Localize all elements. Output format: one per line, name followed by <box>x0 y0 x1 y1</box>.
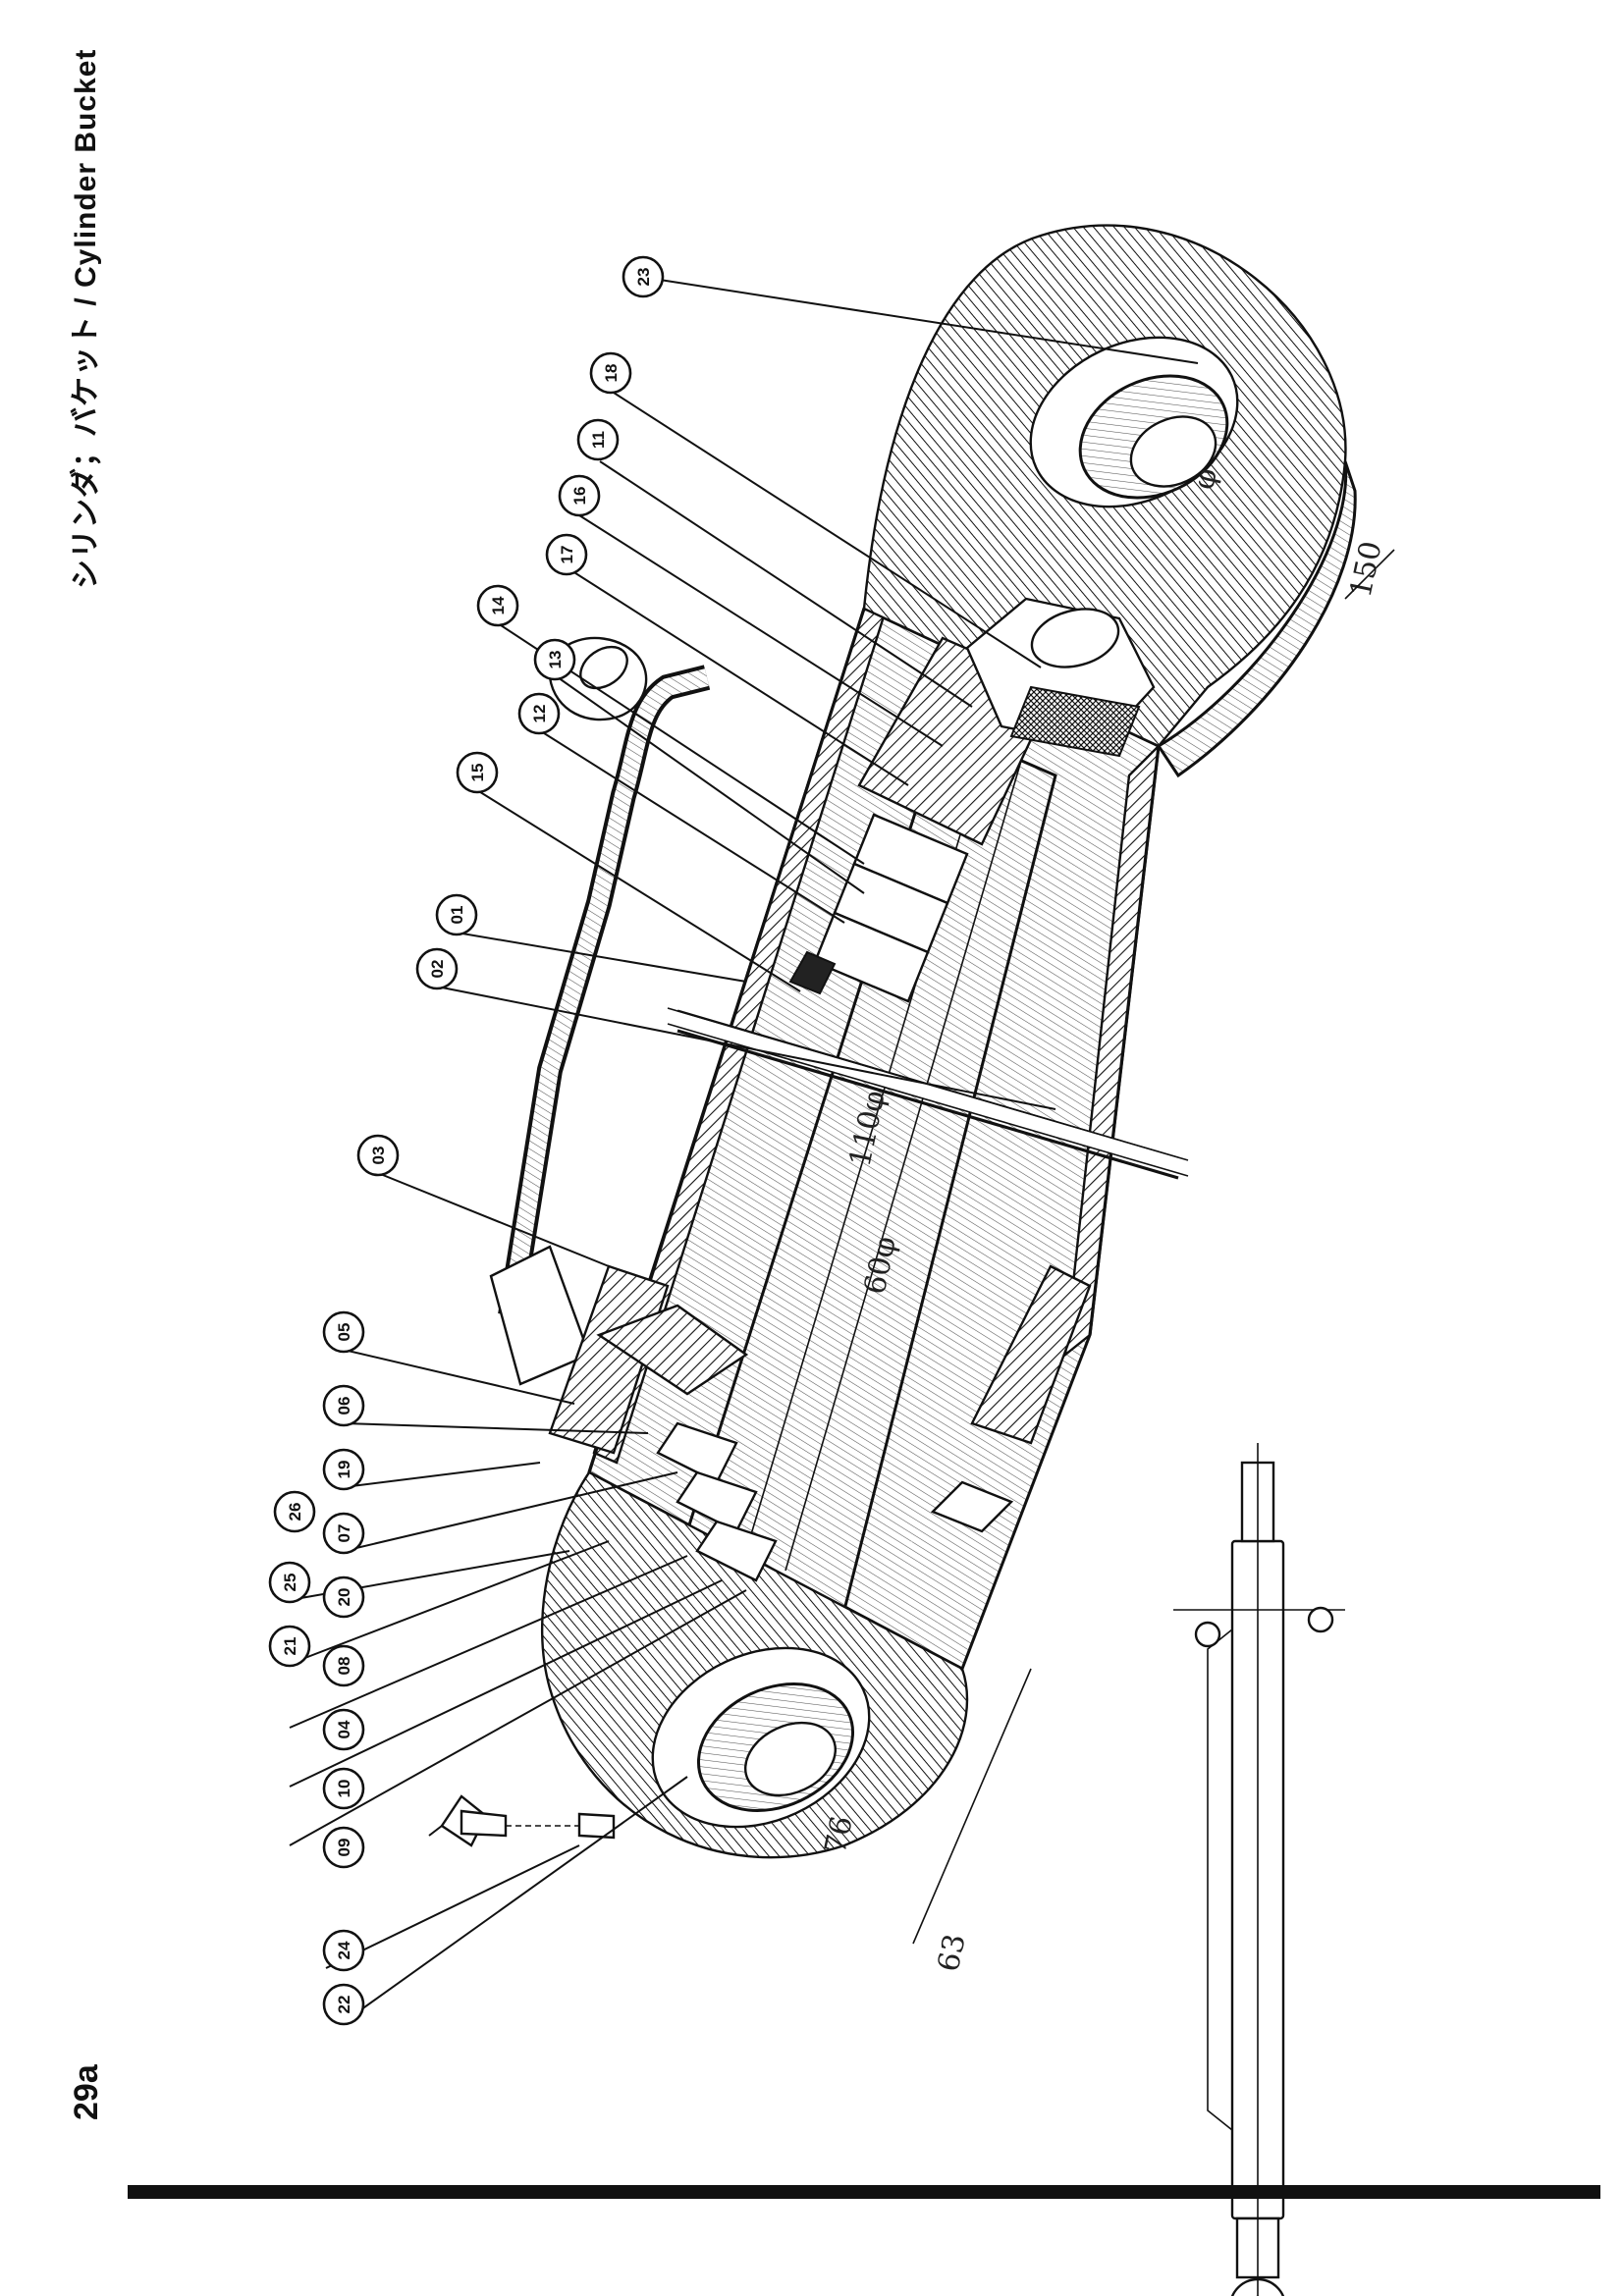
svg-text:20: 20 <box>335 1588 353 1607</box>
callout-15: 15 <box>456 751 499 794</box>
note-pin-bottom: 76 <box>819 1813 860 1857</box>
callout-22: 22 <box>322 1983 365 2026</box>
callout-08: 08 <box>322 1644 365 1687</box>
svg-text:09: 09 <box>335 1839 353 1857</box>
callout-19: 19 <box>322 1448 365 1491</box>
svg-text:26: 26 <box>286 1503 304 1522</box>
svg-text:19: 19 <box>335 1461 353 1479</box>
note-dim-top: 150 <box>1344 538 1389 600</box>
svg-text:21: 21 <box>281 1637 299 1656</box>
callout-13: 13 <box>533 638 576 681</box>
grease-nipple <box>440 1794 616 1847</box>
svg-text:14: 14 <box>489 596 508 614</box>
svg-text:11: 11 <box>589 431 608 449</box>
callout-17: 17 <box>545 533 588 576</box>
svg-text:07: 07 <box>335 1524 353 1543</box>
cylinder-head-gland <box>548 1264 1092 1582</box>
svg-text:13: 13 <box>546 651 565 669</box>
callout-25: 25 <box>268 1561 311 1604</box>
callout-26: 26 <box>273 1490 316 1533</box>
svg-text:24: 24 <box>335 1941 353 1959</box>
svg-text:06: 06 <box>335 1397 353 1415</box>
callout-06: 06 <box>322 1384 365 1427</box>
callout-02: 02 <box>415 947 459 990</box>
svg-text:08: 08 <box>335 1657 353 1676</box>
svg-text:02: 02 <box>428 960 447 979</box>
hydraulic-pipe <box>489 636 711 1386</box>
rod-end-eye <box>862 224 1357 778</box>
callout-16: 16 <box>558 474 601 517</box>
svg-text:18: 18 <box>602 364 621 383</box>
svg-text:12: 12 <box>530 705 549 723</box>
svg-text:04: 04 <box>335 1720 353 1738</box>
callout-12: 12 <box>517 692 561 735</box>
footer-rule <box>128 2185 1600 2199</box>
callout-10: 10 <box>322 1767 365 1810</box>
callout-21: 21 <box>268 1625 311 1668</box>
svg-text:01: 01 <box>448 906 466 925</box>
callout-05: 05 <box>322 1310 365 1354</box>
svg-text:16: 16 <box>570 487 589 506</box>
svg-text:10: 10 <box>335 1780 353 1798</box>
callout-20: 20 <box>322 1575 365 1619</box>
overview-inset <box>1173 1443 1345 2296</box>
callout-23: 23 <box>622 255 665 298</box>
bottom-end-eye <box>540 1470 969 1859</box>
svg-text:25: 25 <box>281 1574 299 1592</box>
svg-text:17: 17 <box>558 546 576 564</box>
svg-text:22: 22 <box>335 1996 353 2014</box>
svg-text:05: 05 <box>335 1323 353 1342</box>
callout-07: 07 <box>322 1512 365 1555</box>
callout-bubbles: 23 18 11 16 17 14 13 12 15 01 02 03 05 0… <box>268 255 665 2026</box>
callout-04: 04 <box>322 1708 365 1751</box>
svg-text:23: 23 <box>634 268 653 287</box>
svg-text:15: 15 <box>468 764 487 782</box>
callout-14: 14 <box>476 584 519 627</box>
note-dim-bottom: 63 <box>932 1931 973 1975</box>
callout-01: 01 <box>435 893 478 936</box>
callout-24: 24 <box>322 1929 365 1972</box>
callout-09: 09 <box>322 1826 365 1869</box>
svg-text:03: 03 <box>369 1147 388 1165</box>
callout-18: 18 <box>589 351 632 395</box>
piston-nut <box>965 597 1156 758</box>
callout-11: 11 <box>576 418 620 461</box>
callout-03: 03 <box>356 1134 400 1177</box>
